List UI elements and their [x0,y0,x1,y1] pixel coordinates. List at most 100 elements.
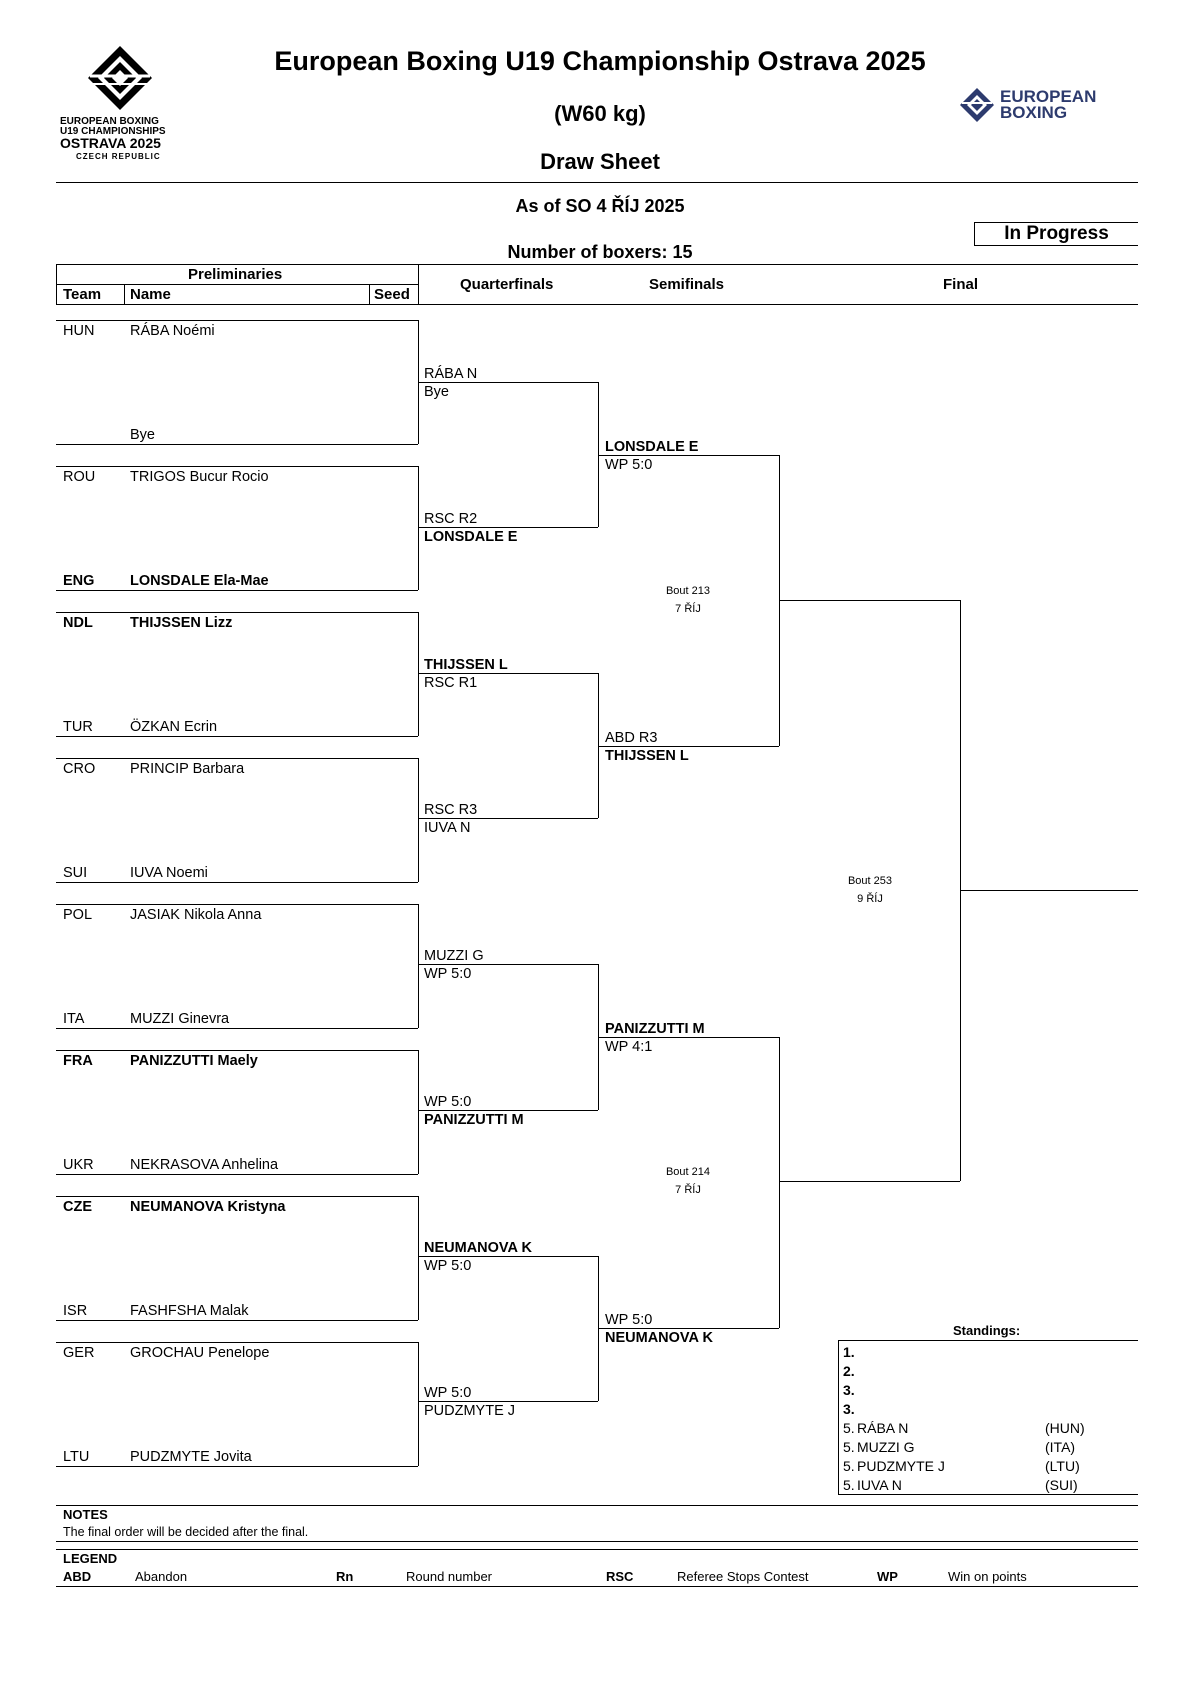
eb-logo-line-2: BOXING [1000,103,1068,122]
entrant-name: NEKRASOVA Anhelina [130,1157,279,1173]
bout-label: Bout 213 [665,585,711,597]
champion-line [960,890,1138,891]
entrant-name: PRINCIP Barbara [130,761,245,777]
standings-place: 5. [843,1458,855,1474]
sf-top: ABD R3 [605,730,658,746]
entrant-name: MUZZI Ginevra [130,1011,230,1027]
boxer-count: Number of boxers: 15 [507,242,693,262]
entrant-name: FASHFSHA Malak [130,1303,249,1319]
qf-top: NEUMANOVA K [424,1240,532,1256]
status-badge: In Progress [974,222,1138,246]
entrant-name: RÁBA Noémi [130,323,215,339]
sheet-type: Draw Sheet [540,149,660,174]
entrant-team: LTU [63,1449,90,1465]
standings-team: (LTU) [1045,1458,1080,1474]
qf-bottom: PUDZMYTE J [424,1403,516,1419]
entrant-team: ITA [63,1011,85,1027]
qf-bottom: IUVA N [424,820,471,836]
qf-top: THIJSSEN L [424,657,508,673]
standings-name: MUZZI G [857,1439,915,1455]
as-of-date: As of SO 4 ŘÍJ 2025 [515,196,685,216]
final-line-bottom [779,1181,960,1182]
entrant-name: NEUMANOVA Kristyna [130,1199,286,1215]
qf-top: WP 5:0 [424,1094,472,1110]
entrant-name: PUDZMYTE Jovita [130,1449,252,1465]
eb-emblem-icon [960,88,994,122]
header-semifinals: Semifinals [649,276,725,293]
standings-team: (HUN) [1045,1420,1085,1436]
diamond-emblem-icon [88,46,152,110]
european-boxing-logo: EUROPEAN BOXING [958,86,1118,126]
entrant-team: SUI [63,865,88,881]
final-line-top [779,600,960,601]
entrant-name: IUVA Noemi [130,865,208,881]
sf-top: WP 5:0 [605,1312,653,1328]
status-text: In Progress [1004,223,1109,244]
qf-bottom: WP 5:0 [424,966,472,982]
logo-line-3: OSTRAVA 2025 [60,135,161,151]
standings-row: 3. [843,1401,855,1417]
entrant-name: Bye [130,427,155,443]
legend-desc: Win on points [948,1569,1027,1584]
qf-top: RSC R3 [424,802,478,818]
entrant-name: JASIAK Nikola Anna [130,907,262,923]
sf-bottom: NEUMANOVA K [605,1330,713,1346]
header-name: Name [130,286,171,303]
entrant-team: HUN [63,323,95,339]
legend-desc: Round number [406,1569,492,1584]
header-preliminaries: Preliminaries [188,266,283,283]
legend-abbr: RSC [606,1569,634,1584]
header-team: Team [63,286,102,303]
entrant-team: ISR [63,1303,88,1319]
entrant-team: NDL [63,615,93,631]
entrant-name: LONSDALE Ela-Mae [130,573,269,589]
logo-line-1: EUROPEAN BOXING [60,116,159,127]
entrant-team: UKR [63,1157,94,1173]
standings-team: (ITA) [1045,1439,1076,1455]
standings-name: IUVA N [857,1477,902,1493]
entrant-team: POL [63,907,93,923]
qf-bottom: PANIZZUTTI M [424,1112,524,1128]
entrant-team: ROU [63,469,96,485]
notes-text: The final order will be decided after th… [63,1525,309,1539]
entrant-name: PANIZZUTTI Maely [130,1053,258,1069]
legend-desc: Referee Stops Contest [677,1569,809,1584]
bout-date: 7 ŘÍJ [675,1184,701,1196]
qf-top: RSC R2 [424,511,478,527]
qf-bottom: LONSDALE E [424,529,518,545]
sf-top: PANIZZUTTI M [605,1021,705,1037]
qf-top: MUZZI G [424,948,484,964]
qf-bottom: Bye [424,384,449,400]
standings-row: 1. [843,1344,855,1360]
sf-top: LONSDALE E [605,439,699,455]
sf-bottom: WP 4:1 [605,1039,653,1055]
notes-title: NOTES [63,1507,108,1522]
legend-title: LEGEND [63,1551,118,1566]
bout-date: 9 ŘÍJ [857,893,883,905]
sf-bottom: WP 5:0 [605,457,653,473]
standings-row: 5. RÁBA N (HUN) [843,1420,1133,1436]
standings-place: 5. [843,1439,855,1455]
standings-row: 3. [843,1382,855,1398]
header-final: Final [943,276,979,293]
standings-title: Standings: [953,1323,1021,1338]
bout-label: Bout 253 [847,875,893,887]
logo-line-4: CZECH REPUBLIC [76,152,161,161]
entrant-team: CZE [63,1199,92,1215]
header-quarterfinals: Quarterfinals [460,276,554,293]
standings-name: PUDZMYTE J [857,1458,945,1474]
legend-abbr: Rn [336,1569,354,1584]
qf-top: RÁBA N [424,366,478,382]
bout-label: Bout 214 [665,1166,711,1178]
entrant-name: ÖZKAN Ecrin [130,719,218,735]
entrant-name: TRIGOS Bucur Rocio [130,469,269,485]
standings-team: (SUI) [1045,1477,1078,1493]
standings-row: 5. IUVA N (SUI) [843,1477,1133,1493]
entrant-name: GROCHAU Penelope [130,1345,270,1361]
entrant-team: GER [63,1345,95,1361]
standings-table: 1. 2. 3. 3. 5. RÁBA N (HUN) 5. MUZZI G (… [838,1340,1138,1495]
qf-top: WP 5:0 [424,1385,472,1401]
legend-desc: Abandon [135,1569,188,1584]
entrant-team: FRA [63,1053,93,1069]
standings-place: 5. [843,1420,855,1436]
